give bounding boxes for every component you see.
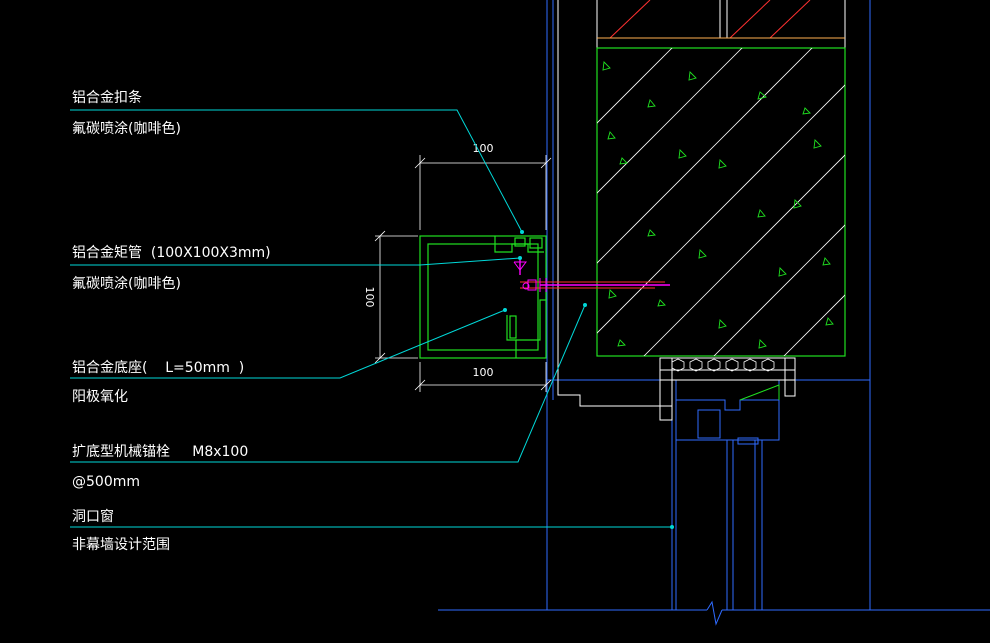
leader-dots: [503, 230, 674, 529]
label-aluminum-base-finish: 阳极氧化: [72, 389, 128, 405]
dim-bottom-width: 100: [473, 366, 494, 379]
label-aluminum-tube-finish: 氟碳喷涂(咖啡色): [72, 275, 181, 292]
label-aluminum-tube: 铝合金矩管 (100X100X3mm): [72, 245, 271, 261]
label-anchor-bolt-spacing: @500mm: [72, 474, 140, 490]
dim-top-width: 100: [473, 142, 494, 155]
label-opening-window: 洞口窗: [72, 508, 114, 525]
dim-side-height: 100: [363, 287, 376, 308]
window-lintel: [597, 37, 845, 49]
annotation-opening-window: 洞口窗 非幕墙设计范围: [72, 508, 170, 553]
structure-lines: [438, 0, 990, 626]
concrete-wall: [596, 47, 846, 357]
insulation-strip: [659, 357, 796, 421]
hatch-top: [609, 0, 811, 39]
annotation-aluminum-base: 铝合金底座( L=50mm ) 阳极氧化: [72, 360, 244, 405]
annotation-aluminum-tube: 铝合金矩管 (100X100X3mm) 氟碳喷涂(咖啡色): [72, 245, 271, 292]
label-anchor-bolt: 扩底型机械锚栓 M8x100: [72, 444, 248, 460]
dimension-lines: [374, 155, 552, 392]
anchor-bolt: [513, 257, 670, 292]
label-aluminum-base: 铝合金底座( L=50mm ): [72, 360, 244, 376]
annotation-aluminum-cover: 铝合金扣条 氟碳喷涂(咖啡色): [72, 89, 181, 137]
aluminum-tube: [419, 235, 547, 359]
label-opening-window-scope: 非幕墙设计范围: [72, 536, 170, 553]
label-aluminum-cover-finish: 氟碳喷涂(咖啡色): [72, 120, 181, 137]
leader-lines: [70, 109, 672, 528]
label-aluminum-cover: 铝合金扣条: [72, 89, 142, 106]
wall-outline: [557, 0, 846, 407]
annotation-anchor-bolt: 扩底型机械锚栓 M8x100 @500mm: [72, 444, 248, 490]
